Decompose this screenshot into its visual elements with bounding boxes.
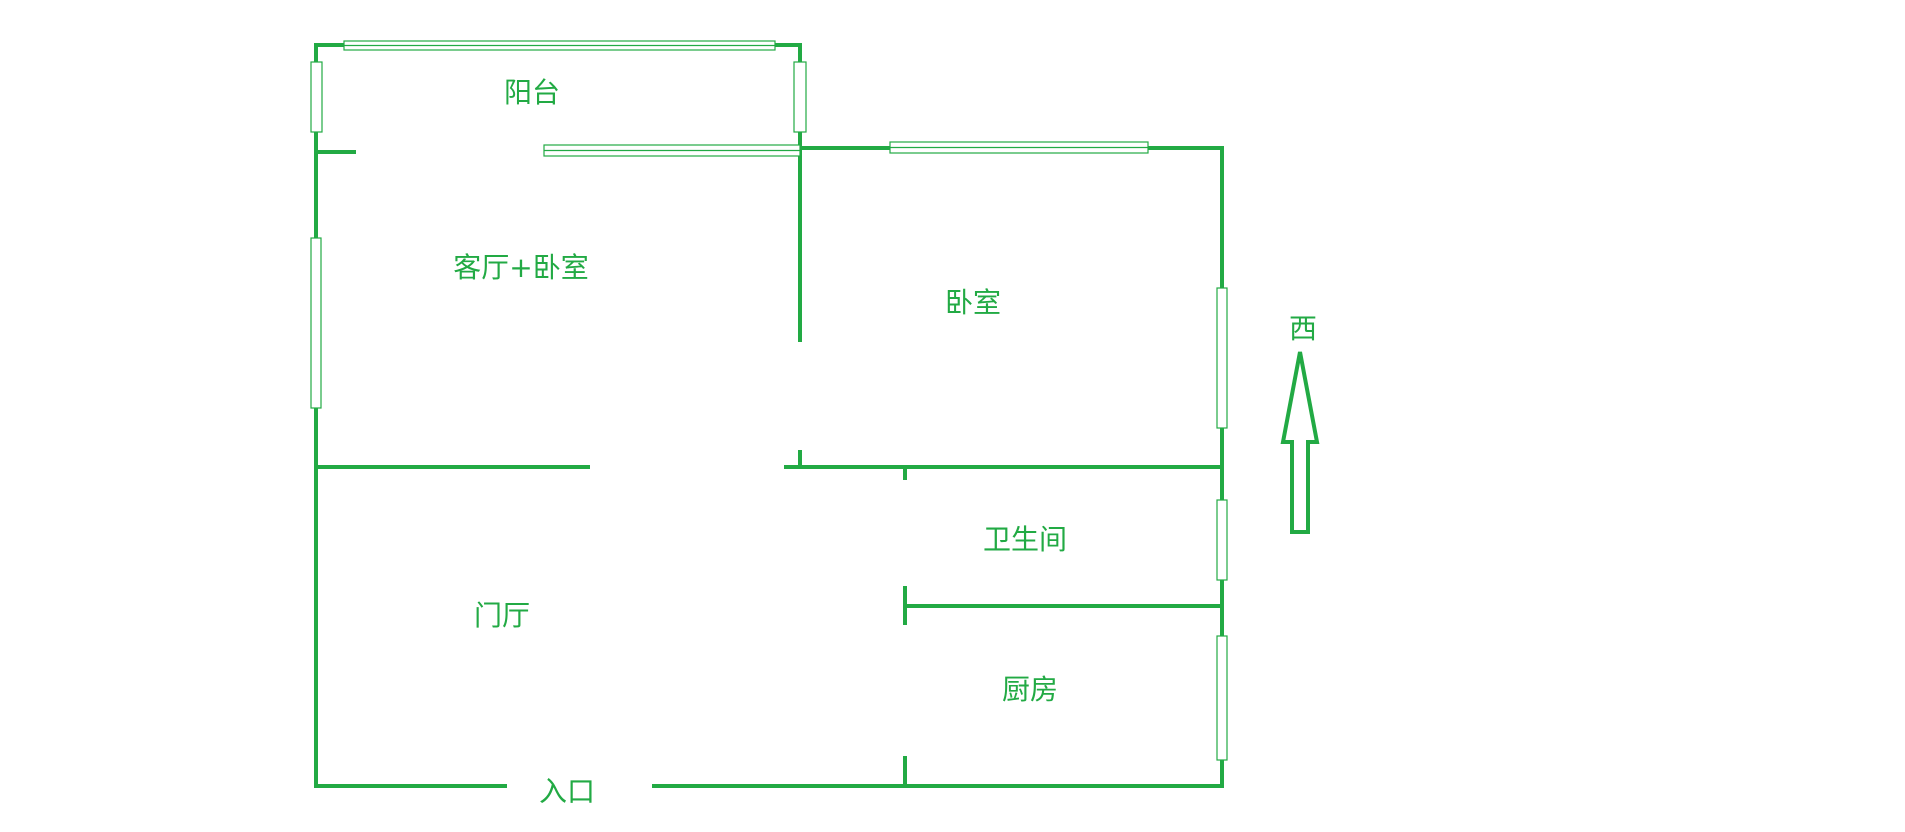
- labels: 阳台 客厅+卧室 卧室 卫生间 门厅 厨房 入口 西: [453, 76, 1317, 808]
- room-label-balcony: 阳台: [504, 76, 560, 109]
- window-balcony-right: [793, 61, 807, 133]
- window-balcony-left: [310, 61, 323, 133]
- window-living-left: [310, 237, 322, 409]
- windows: [310, 40, 1228, 761]
- walls: [314, 43, 1224, 788]
- room-label-living-bedroom: 客厅+卧室: [453, 251, 588, 284]
- room-label-bathroom: 卫生间: [983, 523, 1067, 556]
- room-label-kitchen: 厨房: [1002, 673, 1058, 706]
- compass-direction-label: 西: [1289, 312, 1317, 345]
- window-kitchen-right: [1216, 635, 1228, 761]
- window-bathroom-right: [1216, 499, 1228, 581]
- room-label-bedroom: 卧室: [945, 286, 1001, 319]
- up-arrow-icon: [1280, 351, 1320, 534]
- window-bedroom-right: [1216, 287, 1228, 429]
- room-label-entrance: 入口: [539, 775, 595, 808]
- room-label-foyer: 门厅: [474, 599, 530, 632]
